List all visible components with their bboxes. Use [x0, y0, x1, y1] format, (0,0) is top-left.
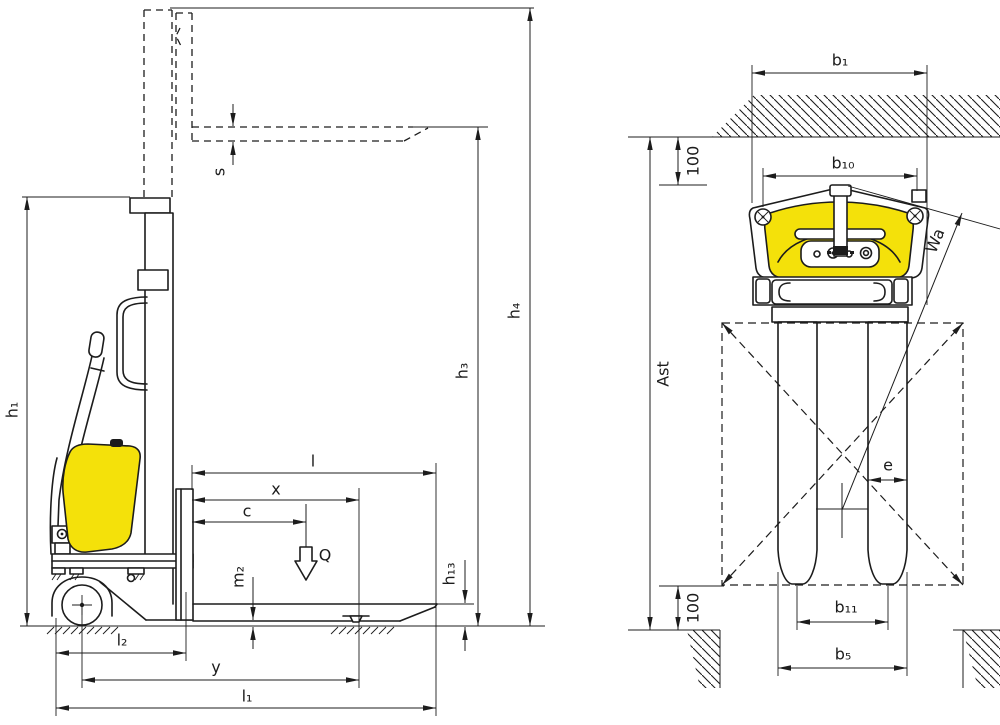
- ground: [20, 625, 545, 635]
- corner-bolt-left: [754, 208, 772, 226]
- side-view-dimensions: h₁ s h₃ h₄ h₁₃ m₂ l x: [3, 7, 534, 716]
- chassis: [51, 553, 194, 621]
- dim-label-c: c: [243, 502, 252, 521]
- dim-label-l2: l₂: [117, 631, 128, 650]
- forks-top-view: [777, 321, 908, 585]
- top-view: Wa b₁ 100 Ast: [628, 51, 1000, 688]
- mast-extended-dashed: [143, 9, 193, 197]
- dim-label-l: l: [311, 452, 315, 471]
- dim-label-h13: h₁₃: [440, 563, 459, 586]
- dim-label-clearance-bottom: 100: [684, 593, 703, 624]
- dim-label-q: Q: [319, 546, 332, 565]
- machine-body: [49, 439, 141, 555]
- side-view: h₁ s h₃ h₄ h₁₃ m₂ l x: [3, 7, 545, 716]
- support-roller: [349, 615, 363, 623]
- tiller-top-view: [794, 184, 886, 257]
- machine-top-view: [748, 184, 930, 323]
- dim-label-s: s: [210, 168, 229, 176]
- dim-label-x: x: [271, 480, 280, 499]
- pallet-outline-dashed: [721, 322, 964, 586]
- floor-blocks: [628, 629, 1000, 688]
- dim-label-e: e: [883, 456, 893, 475]
- dim-label-b10: b₁₀: [832, 154, 855, 173]
- corner-bolt-right: [906, 207, 924, 225]
- load-arrow: [294, 546, 318, 581]
- dim-label-l1: l₁: [242, 687, 253, 706]
- dim-label-m2: m₂: [229, 566, 248, 588]
- dim-label-h1: h₁: [3, 402, 22, 419]
- chassis-top-view: [752, 276, 913, 323]
- fork-lowered: [175, 488, 438, 623]
- dim-label-b5: b₅: [835, 645, 852, 664]
- dim-label-ast: Ast: [654, 361, 673, 387]
- dim-label-clearance-top: 100: [684, 146, 703, 177]
- dim-label-y: y: [211, 658, 220, 677]
- battery-cover: [62, 443, 141, 553]
- top-view-dimensions: b₁ 100 Ast b₁₀ e 100 b₁₁: [647, 51, 928, 676]
- dim-label-h3: h₃: [453, 363, 472, 380]
- dim-label-b11: b₁₁: [835, 598, 858, 617]
- aisle-wall: [628, 95, 1000, 138]
- corner-bracket: [911, 189, 927, 203]
- dim-label-h4: h₄: [505, 303, 524, 320]
- raised-fork-dashed: [192, 126, 488, 142]
- tiller-arm: [51, 331, 105, 555]
- dim-label-b1: b₁: [832, 51, 849, 70]
